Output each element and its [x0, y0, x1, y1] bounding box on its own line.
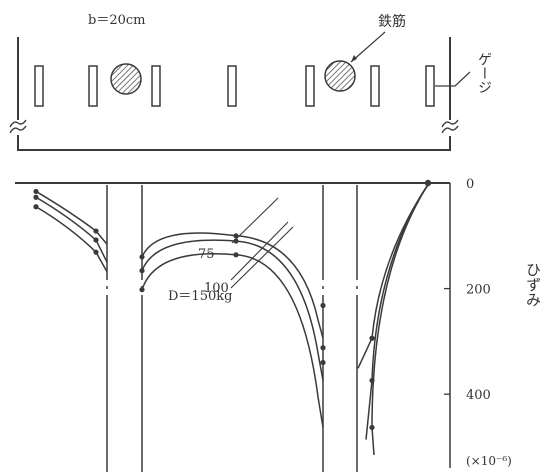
web-outlines	[106, 185, 358, 472]
rebar-label: 鉄筋	[378, 13, 406, 30]
strain-point	[320, 359, 326, 366]
strain-chart: 0 200 400 75 100 D＝150kg ひずみ (×10⁻⁶)	[15, 177, 542, 472]
strain-gauge	[88, 65, 98, 107]
strain-gauge	[370, 65, 380, 107]
curve-label-75: 75	[198, 247, 215, 262]
strain-curves	[35, 184, 429, 455]
strain-curve-3	[371, 184, 429, 455]
strain-point	[33, 194, 39, 200]
strain-point	[93, 237, 99, 243]
curve-leaders	[230, 197, 294, 289]
axis-tick-label: 200	[466, 283, 491, 298]
break-mark-right	[441, 119, 459, 134]
strain-point	[369, 424, 375, 431]
strain-point	[93, 228, 99, 234]
strain-point	[369, 335, 375, 341]
strain-curve-2	[141, 239, 324, 381]
strain-point	[369, 377, 375, 384]
rebar-leader	[350, 31, 386, 63]
strain-gauge	[151, 65, 161, 107]
zero-point	[424, 179, 432, 187]
strain-curve-1	[141, 232, 324, 339]
strain-point	[33, 204, 39, 210]
strain-point	[139, 268, 145, 274]
rebar-right	[324, 60, 356, 92]
beam-cross-section: b＝20cm 鉄筋 ゲージ	[9, 13, 492, 151]
gauge-leader	[435, 71, 471, 87]
axis-unit: (×10⁻⁶)	[466, 454, 512, 468]
break-mark-left	[9, 119, 27, 134]
strain-gauges	[34, 65, 435, 107]
section-outline	[17, 37, 451, 151]
rebar-left	[110, 63, 142, 95]
strain-point	[93, 249, 99, 255]
strain-gauge	[34, 65, 44, 107]
curve-label-150: D＝150kg	[168, 289, 232, 304]
axis-tick-label: 0	[466, 177, 474, 192]
strain-point	[33, 188, 39, 195]
width-label: b＝20cm	[88, 13, 145, 28]
strain-point	[320, 345, 326, 351]
strain-curve-3	[141, 253, 324, 428]
strain-point	[320, 302, 326, 309]
axis-tick-label: 400	[466, 388, 491, 403]
rebar-leader-arrow	[351, 55, 357, 62]
curve-label-100: 100	[204, 281, 229, 296]
strain-point	[139, 254, 145, 260]
strain-point	[233, 252, 239, 258]
strain-curve-1	[357, 184, 429, 369]
strain-point	[139, 287, 145, 293]
strain-points	[33, 179, 432, 431]
strain-gauge	[227, 65, 237, 107]
axis-title: ひずみ	[524, 262, 542, 307]
strain-gauge	[305, 65, 315, 107]
strain-curve-1	[35, 190, 108, 245]
gauge-label: ゲージ	[476, 52, 492, 94]
strain-gauge	[425, 65, 435, 107]
axis-ticks: 0 200 400	[444, 177, 491, 403]
